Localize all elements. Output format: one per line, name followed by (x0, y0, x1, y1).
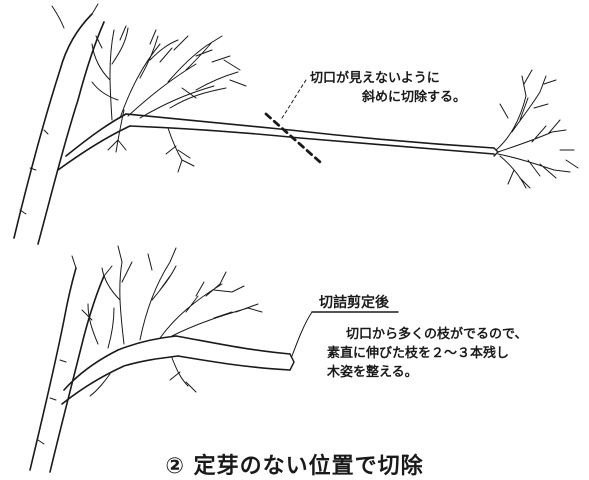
bottom-leader (291, 311, 313, 357)
top-tree (13, 3, 579, 245)
bottom-annotation-heading: 切詰剪定後 (319, 295, 389, 311)
top-tip-twigs (495, 69, 579, 189)
top-trunk (13, 13, 93, 239)
figure-caption: ② 定芽のない位置で切除 (165, 454, 424, 479)
bottom-annotation-line-3: 木姿を整える。 (327, 365, 418, 380)
top-main-branch (125, 113, 495, 149)
bottom-crown (81, 245, 263, 349)
top-cut-line (264, 112, 322, 164)
top-annotation-line-1: 切口が見えないように (310, 71, 440, 86)
top-annotation-line-2: 斜めに切除する。 (362, 90, 467, 105)
top-leader (281, 79, 307, 119)
top-crown (91, 25, 247, 153)
bottom-tree (29, 245, 399, 473)
bottom-annotation-line-1: 切口から多くの枝がでるので、 (346, 327, 528, 342)
bottom-trunk (29, 267, 77, 471)
bottom-annotation-line-2: 素直に伸びた枝を２～３本残し (327, 346, 510, 361)
bottom-cut-branch (175, 335, 291, 355)
